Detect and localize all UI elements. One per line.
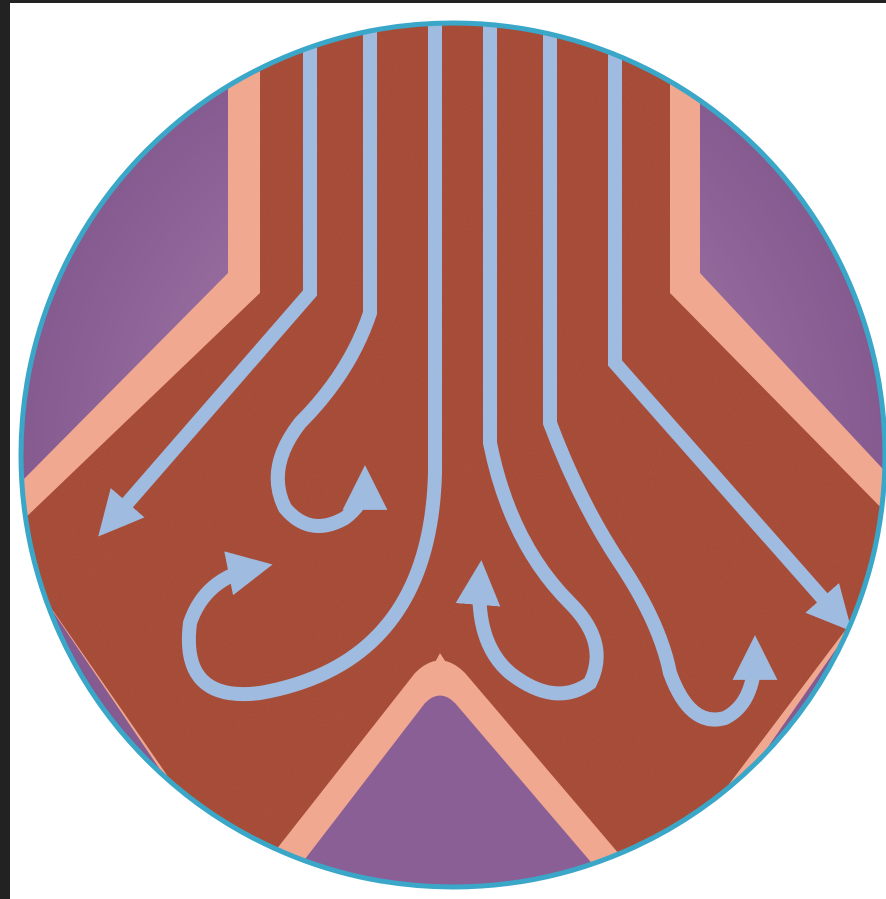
artery-bifurcation-diagram [10, 3, 886, 899]
